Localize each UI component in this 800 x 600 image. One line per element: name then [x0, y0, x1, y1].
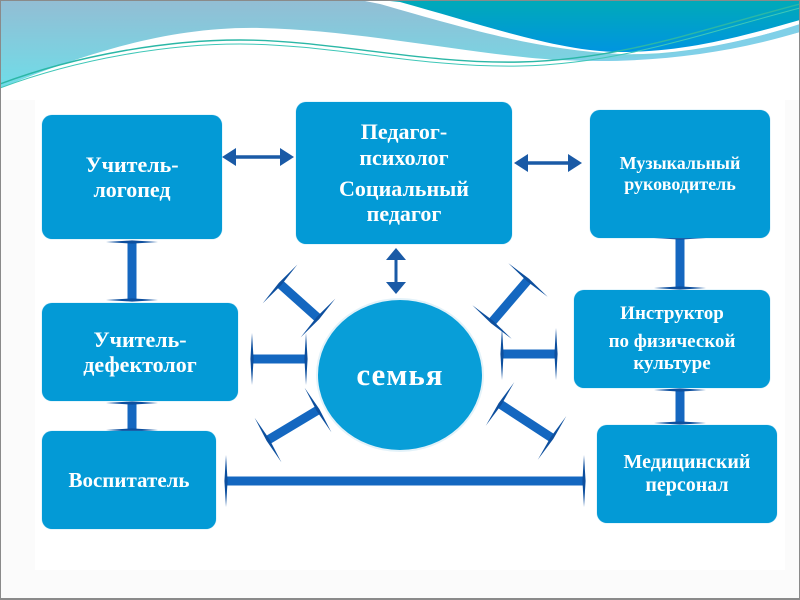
connector-cap [554, 328, 558, 380]
connector-cap [508, 263, 548, 297]
double-arrow-logoped-psychologist [222, 148, 294, 166]
connector-bar [497, 400, 555, 442]
connector-cap [537, 416, 567, 460]
double-arrow-psychologist-music [514, 154, 582, 172]
connector-cap [300, 298, 336, 338]
box-label: Социальный [339, 176, 469, 201]
connector-cap [106, 240, 158, 244]
family-circle: семья [316, 298, 484, 452]
box-label: педагог [366, 201, 442, 227]
connector-cap [304, 333, 308, 385]
connector-cap [262, 264, 298, 304]
bar-family-educator [254, 387, 332, 463]
connector-cap [654, 421, 706, 425]
bar-pe-medical [654, 388, 706, 425]
connector-cap [654, 286, 706, 290]
bar-family-music [472, 263, 548, 339]
box-label: по физической [608, 331, 736, 353]
bar-defectologist-educator [106, 401, 158, 432]
bar-family-pe [500, 328, 558, 380]
box-educator: Воспитатель [42, 431, 216, 529]
double-arrow-psychologist-family [386, 248, 406, 294]
wave-line [0, 7, 800, 89]
bar-family-logoped [262, 264, 336, 338]
box-label: дефектолог [83, 352, 197, 377]
connector-bar [265, 406, 321, 444]
box-label: логопед [93, 177, 171, 202]
bar-family-defectologist [250, 333, 308, 385]
box-label: Музыкальный [619, 153, 741, 174]
connector-cap [254, 417, 282, 463]
connector-cap [106, 428, 158, 432]
connector-bar [276, 280, 322, 322]
connector-cap [500, 328, 504, 380]
wave-line [0, 3, 800, 85]
box-psychologist-social-pedagogue: Педагог- психолог Социальный педагог [296, 102, 512, 244]
connector-cap [304, 387, 332, 433]
connector-bar [488, 277, 532, 325]
bar-logoped-defectologist [106, 240, 158, 302]
box-music-director: Музыкальный руководитель [590, 110, 770, 238]
box-speech-therapist: Учитель- логопед [42, 115, 222, 239]
wave-band-light-right [560, 24, 800, 61]
bar-educator-medical [224, 455, 586, 507]
box-label: Учитель- [93, 326, 187, 352]
box-pe-instructor: Инструктор по физической культуре [574, 290, 770, 388]
connector-cap [582, 455, 586, 507]
connector-cap [250, 333, 254, 385]
connector-cap [106, 401, 158, 405]
box-label: Медицинский [623, 451, 751, 473]
family-label: семья [356, 357, 444, 392]
box-label: психолог [359, 144, 449, 170]
box-label: Педагог- [360, 119, 448, 145]
box-label: Воспитатель [68, 467, 190, 492]
connector-cap [654, 388, 706, 392]
box-medical-staff: Медицинский персонал [597, 425, 777, 523]
box-label: Инструктор [620, 303, 724, 325]
wave-band-right [380, 0, 800, 52]
connector-cap [485, 382, 515, 426]
box-label: культуре [633, 352, 711, 374]
bar-family-medical [485, 382, 567, 460]
box-defectologist: Учитель- дефектолог [42, 303, 238, 401]
connector-cap [106, 298, 158, 302]
decorative-wave [0, 0, 800, 100]
box-label: персонал [645, 474, 729, 496]
bar-music-pe [654, 236, 706, 290]
connector-cap [224, 455, 228, 507]
box-label: Учитель- [85, 151, 179, 177]
box-label: руководитель [624, 174, 736, 194]
